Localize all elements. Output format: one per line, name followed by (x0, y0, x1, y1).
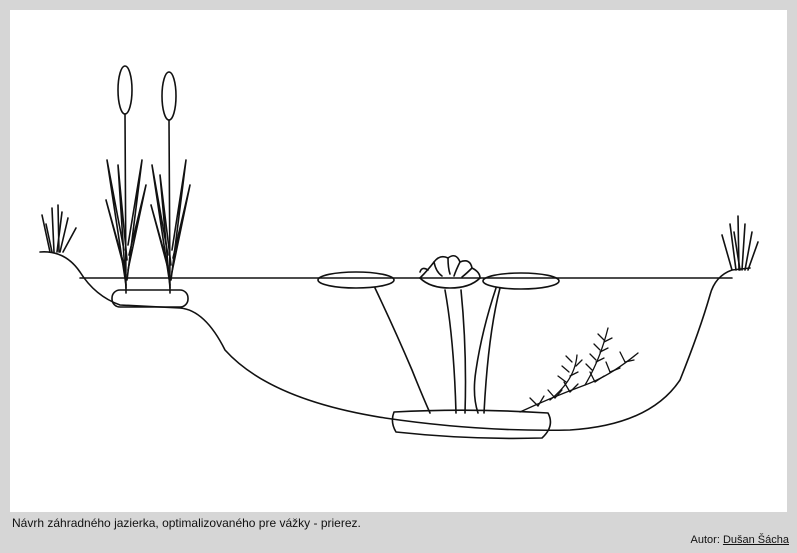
cattail-reed-icon (151, 72, 190, 293)
author-link[interactable]: Dušan Šácha (723, 534, 789, 546)
submerged-plant-icon (520, 328, 638, 412)
cattail-reed-icon (106, 66, 146, 293)
grass-tuft-icon (722, 216, 758, 270)
pond-cross-section-canvas (10, 10, 787, 512)
bottom-stone (392, 410, 550, 438)
grass-tuft-icon (42, 205, 76, 252)
author-credit: Autor: Dušan Šácha (691, 534, 789, 546)
author-prefix: Autor: (691, 534, 720, 546)
lily-stem (375, 288, 430, 413)
lily-stem (445, 290, 456, 413)
lily-pad-icon (318, 272, 394, 288)
lily-pad-icon (483, 273, 559, 289)
pond-cross-section-diagram (10, 10, 787, 512)
figure-caption: Návrh záhradného jazierka, optimalizovan… (12, 516, 361, 530)
lily-stem (461, 290, 466, 413)
water-lily-icon (420, 256, 480, 288)
lily-stem (484, 288, 500, 413)
